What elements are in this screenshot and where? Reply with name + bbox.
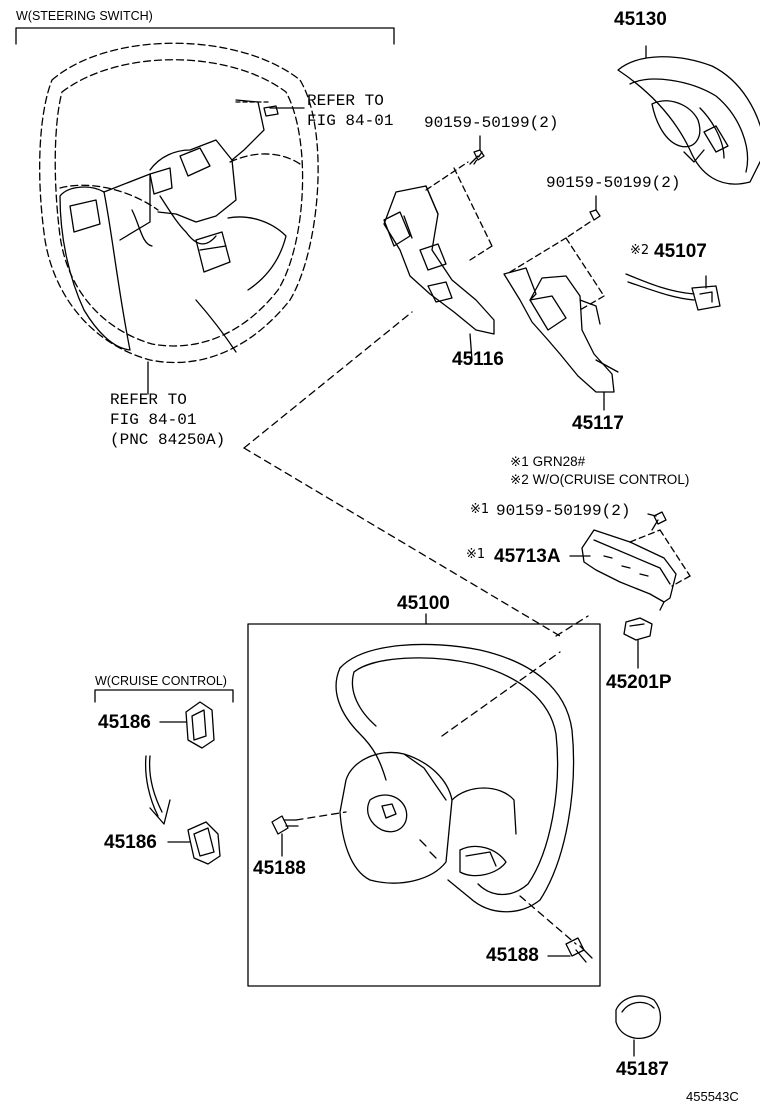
footnote-2: ※2 W/O(CRUISE CONTROL) <box>510 472 690 487</box>
part-label-45187[interactable]: 45187 <box>616 1059 669 1080</box>
steering-wheel-45100-drawing <box>335 643 575 913</box>
diagram-code: 455543C <box>686 1089 739 1104</box>
part-label-45713a[interactable]: 45713A <box>494 546 561 567</box>
part-label-45107[interactable]: 45107 <box>654 241 707 262</box>
refer-bottom-line2[interactable]: FIG 84-01 <box>110 411 197 429</box>
part-label-45188-right[interactable]: 45188 <box>486 945 539 966</box>
part-label-screw-a[interactable]: 90159-50199(2) <box>424 114 559 132</box>
switch-45116-dash-box <box>425 151 493 261</box>
part-label-45201p[interactable]: 45201P <box>606 672 672 693</box>
bolt-45188-left-drawing <box>271 815 299 857</box>
part-45713a-dash-box <box>629 529 691 587</box>
steering-switch-header: W(STEERING SWITCH) <box>16 9 153 23</box>
nut-45201p-drawing <box>623 617 653 669</box>
part-label-45100[interactable]: 45100 <box>397 593 450 614</box>
screw-c-mark: ※1 <box>470 502 490 517</box>
cruise-control-bracket <box>94 689 234 703</box>
screw-a-drawing <box>469 135 485 165</box>
part-label-45130[interactable]: 45130 <box>614 9 667 30</box>
pad-45130-drawing <box>617 45 760 185</box>
part-45713a-mark: ※1 <box>466 547 486 562</box>
refer-bottom-line3[interactable]: (PNC 84250A) <box>110 431 226 449</box>
switch-45117-dash-box <box>509 221 605 311</box>
part-45186-bottom-drawing <box>167 821 221 865</box>
refer-top-line2[interactable]: FIG 84-01 <box>307 112 394 130</box>
part-label-screw-c[interactable]: 90159-50199(2) <box>496 502 631 520</box>
assembly-dashed-leaders <box>243 311 589 945</box>
steering-wheel-hub-drawing <box>59 99 287 353</box>
cap-45187-drawing <box>615 995 661 1057</box>
steering-wheel-45100-frame <box>247 613 601 987</box>
arrow-drawing <box>144 755 171 825</box>
part-45713a-drawing <box>581 529 677 611</box>
cruise-control-header: W(CRUISE CONTROL) <box>95 674 227 688</box>
refer-bottom-line1[interactable]: REFER TO <box>110 391 187 409</box>
part-45186-top-drawing <box>159 701 215 749</box>
part-label-45116[interactable]: 45116 <box>452 349 504 370</box>
switch-45117-drawing <box>503 267 619 411</box>
refer-top-line1[interactable]: REFER TO <box>307 92 384 110</box>
part-label-45117[interactable]: 45117 <box>572 413 624 434</box>
part-label-45188-left[interactable]: 45188 <box>253 858 306 879</box>
footnote-1: ※1 GRN28# <box>510 454 586 469</box>
switch-45116-drawing <box>383 185 495 361</box>
screw-c-drawing <box>647 511 667 531</box>
steering-wheel-dashed-drawing <box>39 42 319 364</box>
wire-45107-drawing <box>625 273 721 311</box>
part-45107-mark: ※2 <box>630 243 650 258</box>
part-label-45186-bottom[interactable]: 45186 <box>104 832 157 853</box>
steering-switch-bracket <box>15 27 395 45</box>
screw-b-drawing <box>589 195 601 221</box>
part-label-screw-b[interactable]: 90159-50199(2) <box>546 174 681 192</box>
refer-top-leader <box>235 101 305 109</box>
part-label-45186-top[interactable]: 45186 <box>98 712 151 733</box>
bolt-45188-right-drawing <box>547 937 593 963</box>
